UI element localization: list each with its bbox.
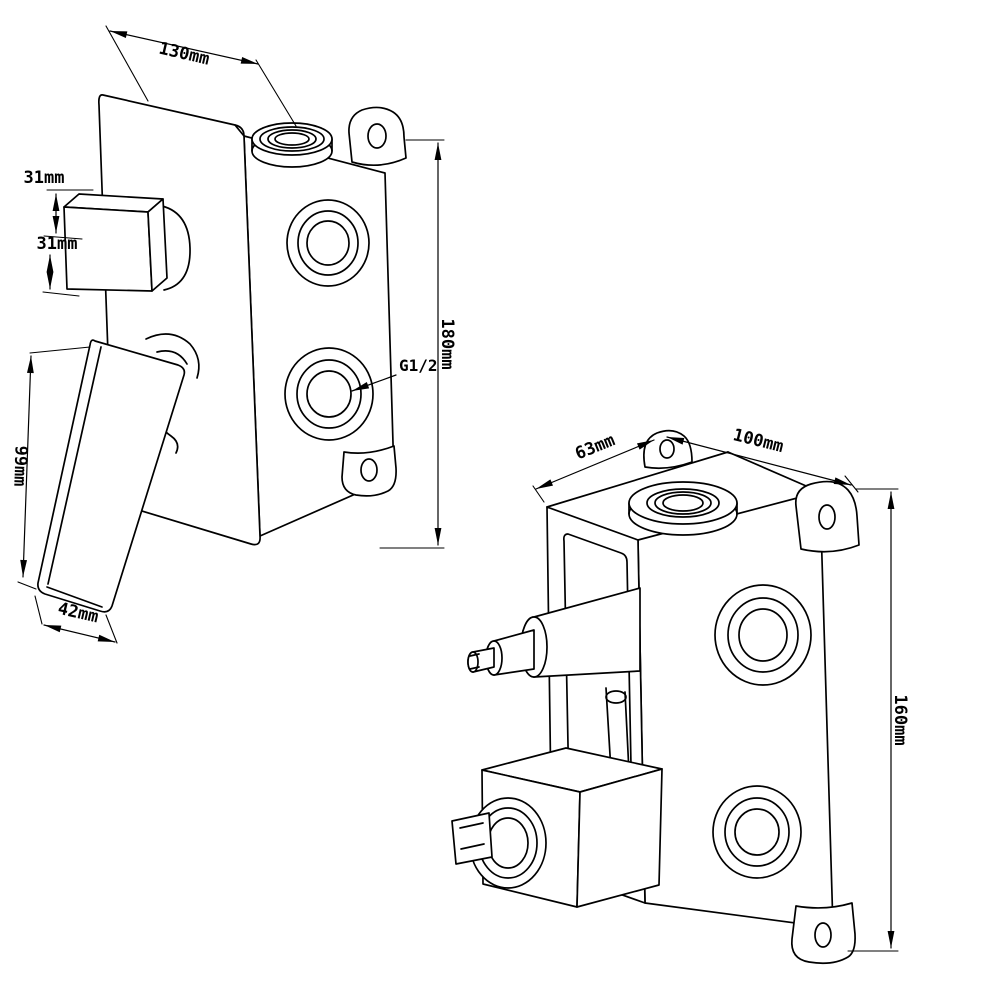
lever-bar <box>37 339 186 613</box>
rear-view: 63mm 100mm 160mm <box>451 425 910 965</box>
mounting-ear-top-hole <box>818 504 836 530</box>
extension-line <box>42 291 80 297</box>
dimension-height-180: 180mm <box>379 139 457 549</box>
dimension-line <box>43 624 116 643</box>
mounting-ear-top-hole <box>367 123 387 149</box>
top-collar <box>251 122 333 168</box>
dimension-label-knob-height: 31mm <box>37 234 78 254</box>
control-knob-ring <box>487 817 529 869</box>
extension-line <box>105 25 149 102</box>
extension-line <box>29 346 91 354</box>
dimension-height-160: 160mm <box>847 488 910 952</box>
dimension-label-height: 160mm <box>890 694 910 745</box>
knob-side-face <box>147 198 168 292</box>
lever-joint-curve <box>156 350 188 365</box>
dimension-depth-63: 63mm <box>532 430 655 503</box>
upper-port-inner-ring <box>738 608 788 662</box>
dimension-line <box>109 30 259 65</box>
plate-corner-edge <box>234 124 245 137</box>
dimension-knob-depth-31: 31mm <box>24 168 94 240</box>
lower-port-inner-ring <box>734 808 780 856</box>
leader-line <box>351 374 397 392</box>
dimension-knob-height-31: 31mm <box>37 234 80 297</box>
dimension-lever-length-99: 99mm <box>9 346 91 590</box>
upper-port <box>714 584 812 686</box>
top-collar <box>628 481 738 536</box>
knob-boss <box>161 205 191 291</box>
dimension-label-width: 100mm <box>731 425 786 457</box>
dimension-label-depth: 63mm <box>572 430 617 464</box>
control-stub <box>451 812 493 865</box>
temperature-knob <box>63 193 191 292</box>
dimension-label-knob-depth: 31mm <box>24 168 65 188</box>
upper-port-inner-ring <box>306 220 350 266</box>
lever-edge-line <box>47 346 102 585</box>
lower-port-inner-ring <box>306 370 352 418</box>
control-stub-edge <box>459 822 484 829</box>
valve-spindle <box>467 587 641 678</box>
lever-joint-curve <box>145 333 200 379</box>
volume-control-box <box>451 747 663 908</box>
thread-label: G1/2 <box>399 356 438 375</box>
dimension-line <box>535 439 655 490</box>
collar-hole <box>274 132 310 146</box>
dimension-line <box>20 355 34 578</box>
dimension-label-width: 130mm <box>157 39 211 70</box>
top-lug-hole <box>659 439 675 459</box>
upper-port <box>286 199 370 287</box>
control-stub-edge <box>460 843 485 850</box>
internal-boss <box>605 690 627 704</box>
mounting-ear-bottom-hole <box>814 922 832 948</box>
extension-line <box>532 485 545 503</box>
extension-line <box>43 235 83 240</box>
box-side-face <box>576 768 663 908</box>
diverter-lever <box>37 333 200 613</box>
extension-line <box>17 581 37 590</box>
lower-port <box>284 347 374 441</box>
spindle-key-line <box>469 666 480 670</box>
extension-line <box>34 595 43 625</box>
lever-edge-line <box>46 586 103 608</box>
dimension-label-lever-length: 99mm <box>9 445 30 487</box>
front-view: 130mm 31mm 31mm 180mm G1/2 99mm <box>9 25 457 644</box>
spindle-key-line <box>469 653 480 657</box>
lower-port <box>712 785 802 879</box>
extension-line <box>255 59 297 127</box>
collar-hole <box>662 494 704 512</box>
dimension-line <box>666 436 852 486</box>
mounting-ear-bottom-hole <box>360 458 378 482</box>
thread-callout-g12: G1/2 <box>351 356 438 392</box>
extension-line <box>105 614 118 644</box>
dimension-label-height: 180mm <box>437 318 457 369</box>
